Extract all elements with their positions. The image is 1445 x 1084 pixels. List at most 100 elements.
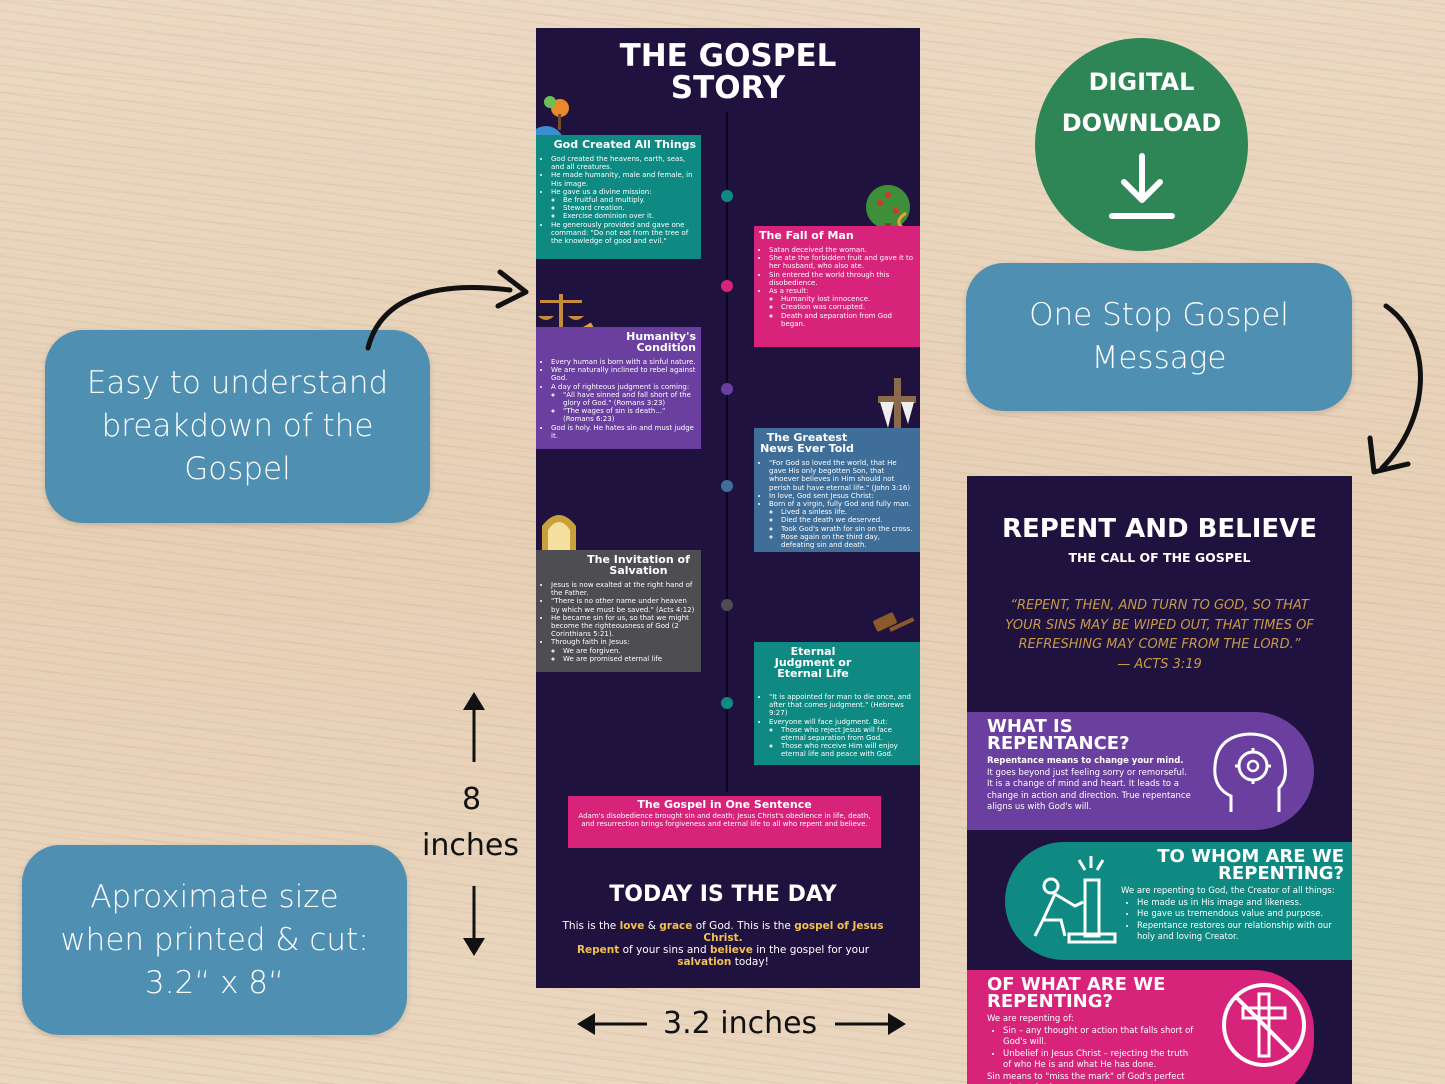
size-pill: Aproximate size when printed & cut: 3.2“… bbox=[22, 845, 407, 1035]
timeline-dot bbox=[721, 697, 733, 709]
scripture-quote: “REPENT, THEN, AND TURN TO GOD, SO THAT … bbox=[997, 596, 1322, 674]
highlight-grace: grace bbox=[659, 920, 693, 932]
sub-bullet: Died the death we deserved. bbox=[781, 516, 915, 524]
feature-pill-breakdown: Easy to understand breakdown of the Gosp… bbox=[45, 330, 430, 523]
bullet: Everyone will face judgment. But: bbox=[769, 718, 915, 726]
gospel-one-sentence: The Gospel in One Sentence Adam's disobe… bbox=[568, 796, 881, 848]
title-line: WHAT IS bbox=[987, 716, 1073, 737]
bullet: Unbelief in Jesus Christ – rejecting the… bbox=[1003, 1049, 1194, 1072]
bullet: He generously provided and gave one comm… bbox=[551, 221, 696, 246]
section-text: We are repenting of: bbox=[987, 1014, 1074, 1024]
sub-bullet: Death and separation from God began. bbox=[781, 312, 915, 328]
timeline-dot bbox=[721, 190, 733, 202]
section-title: The Greatest News Ever Told bbox=[760, 431, 854, 455]
feature-pill-one-stop: One Stop Gospel Message bbox=[966, 263, 1352, 411]
section-fall-of-man: The Fall of Man Satan deceived the woman… bbox=[754, 226, 920, 347]
gospel-story-card: THE GOSPEL STORY God Created All Things … bbox=[536, 28, 920, 988]
highlight-believe: believe bbox=[709, 944, 753, 956]
today-text-part: This is the bbox=[562, 920, 620, 932]
width-arrow-left-icon bbox=[577, 1013, 647, 1035]
sub-list: Those who reject Jesus will face eternal… bbox=[769, 726, 915, 759]
section-lead: Repentance means to change your mind. bbox=[987, 756, 1184, 766]
height-arrow-down-icon bbox=[463, 886, 485, 956]
width-label: 3.2 inches bbox=[663, 1006, 818, 1041]
section-humanity-condition: Humanity's Condition Every human is born… bbox=[536, 327, 701, 449]
bullet: "There is no other name under heaven by … bbox=[551, 597, 696, 613]
section-text: We are repenting to God, the Creator of … bbox=[1121, 886, 1335, 896]
height-unit: inches bbox=[422, 828, 519, 863]
repent-believe-card: REPENT AND BELIEVE THE CALL OF THE GOSPE… bbox=[967, 476, 1352, 1084]
title-line: OF WHAT ARE WE bbox=[987, 974, 1166, 995]
section-title: God Created All Things bbox=[553, 138, 696, 151]
title-line: THE GOSPEL bbox=[619, 38, 837, 74]
today-text-part: & bbox=[644, 920, 660, 932]
sub-bullet: "All have sinned and fall short of the g… bbox=[563, 391, 696, 407]
bullet: Satan deceived the woman. bbox=[769, 246, 915, 254]
sub-bullet: Rose again on the third day, defeating s… bbox=[781, 533, 915, 549]
height-number: 8 bbox=[462, 782, 482, 817]
card-title: THE GOSPEL STORY bbox=[536, 40, 920, 104]
kneeling-prayer-icon bbox=[1033, 856, 1117, 944]
sub-bullet: Humanity lost innocence. bbox=[781, 295, 915, 303]
pill-line: Aproximate size bbox=[90, 878, 339, 915]
cross-icon bbox=[878, 378, 916, 456]
timeline-spine bbox=[726, 112, 728, 792]
section-greatest-news: The Greatest News Ever Told "For God so … bbox=[754, 428, 920, 552]
pill-line: Gospel bbox=[184, 451, 291, 487]
height-arrow-up-icon bbox=[463, 692, 485, 762]
bullet: "It is appointed for man to die once, an… bbox=[769, 693, 915, 718]
sub-list: Be fruitful and multiply. Steward creati… bbox=[551, 196, 696, 221]
sub-bullet: Took God's wrath for sin on the cross. bbox=[781, 525, 915, 533]
bullet: He made us in His image and likeness. bbox=[1137, 898, 1344, 910]
bullet: Repentance restores our relationship wit… bbox=[1137, 921, 1344, 944]
timeline-dot bbox=[721, 599, 733, 611]
sub-bullet: Those who reject Jesus will face eternal… bbox=[781, 726, 915, 742]
highlight-repent: Repent bbox=[576, 944, 620, 956]
curved-arrow-right-icon bbox=[1367, 303, 1423, 475]
no-cross-icon bbox=[1222, 983, 1306, 1067]
bullet: In love, God sent Jesus Christ: bbox=[769, 492, 915, 500]
highlight-love: love bbox=[619, 920, 645, 932]
bullet: A day of righteous judgment is coming: bbox=[551, 383, 696, 391]
head-gear-icon bbox=[1213, 732, 1287, 812]
bullet: Every human is born with a sinful nature… bbox=[551, 358, 696, 366]
bullet: She ate the forbidden fruit and gave it … bbox=[769, 254, 915, 270]
sub-list: Lived a sinless life. Died the death we … bbox=[769, 508, 915, 549]
quote-text: “REPENT, THEN, AND TURN TO GOD, SO THAT … bbox=[1005, 598, 1314, 652]
sub-bullet: "The wages of sin is death..." (Romans 6… bbox=[563, 407, 696, 423]
card-subtitle: THE CALL OF THE GOSPEL bbox=[1068, 550, 1251, 565]
sub-bullet: We are forgiven. bbox=[563, 647, 696, 655]
pill-line: Easy to understand bbox=[86, 365, 389, 401]
section-footer: Sin means to "miss the mark" of God's pe… bbox=[987, 1071, 1185, 1084]
today-text-part: of God. This is the bbox=[692, 920, 795, 932]
bullet: He became sin for us, so that we might b… bbox=[551, 614, 696, 639]
highlight-salvation: salvation bbox=[677, 956, 732, 968]
sub-list: "All have sinned and fall short of the g… bbox=[551, 391, 696, 424]
sentence-title: The Gospel in One Sentence bbox=[637, 798, 812, 811]
bullet: Born of a virgin, fully God and fully ma… bbox=[769, 500, 915, 508]
sub-list: Humanity lost innocence. Creation was co… bbox=[769, 295, 915, 328]
bullet: He gave us a divine mission: bbox=[551, 188, 696, 196]
section-text: It goes beyond just feeling sorry or rem… bbox=[987, 767, 1191, 813]
bullet: As a result: bbox=[769, 287, 915, 295]
section-title: The Invitation of Salvation bbox=[587, 553, 690, 577]
bullet: He made humanity, male and female, in Hi… bbox=[551, 171, 696, 187]
sub-bullet: Creation was corrupted. bbox=[781, 303, 915, 311]
card-title: REPENT AND BELIEVE bbox=[1001, 514, 1318, 544]
download-arrow-icon bbox=[1109, 153, 1175, 219]
section-eternal-judgment: Eternal Judgment or Eternal Life "It is … bbox=[754, 642, 920, 765]
pill-line: breakdown of the bbox=[101, 408, 374, 444]
title-line: STORY bbox=[670, 70, 786, 106]
badge-line-1: DIGITAL bbox=[1088, 68, 1195, 96]
bullet: We are naturally inclined to rebel again… bbox=[551, 366, 696, 382]
section-god-created: God Created All Things God created the h… bbox=[536, 135, 701, 259]
bullet: God is holy. He hates sin and must judge… bbox=[551, 424, 696, 440]
today-text-part: of your sins and bbox=[619, 944, 710, 956]
title-line: TO WHOM ARE WE bbox=[1157, 846, 1344, 867]
